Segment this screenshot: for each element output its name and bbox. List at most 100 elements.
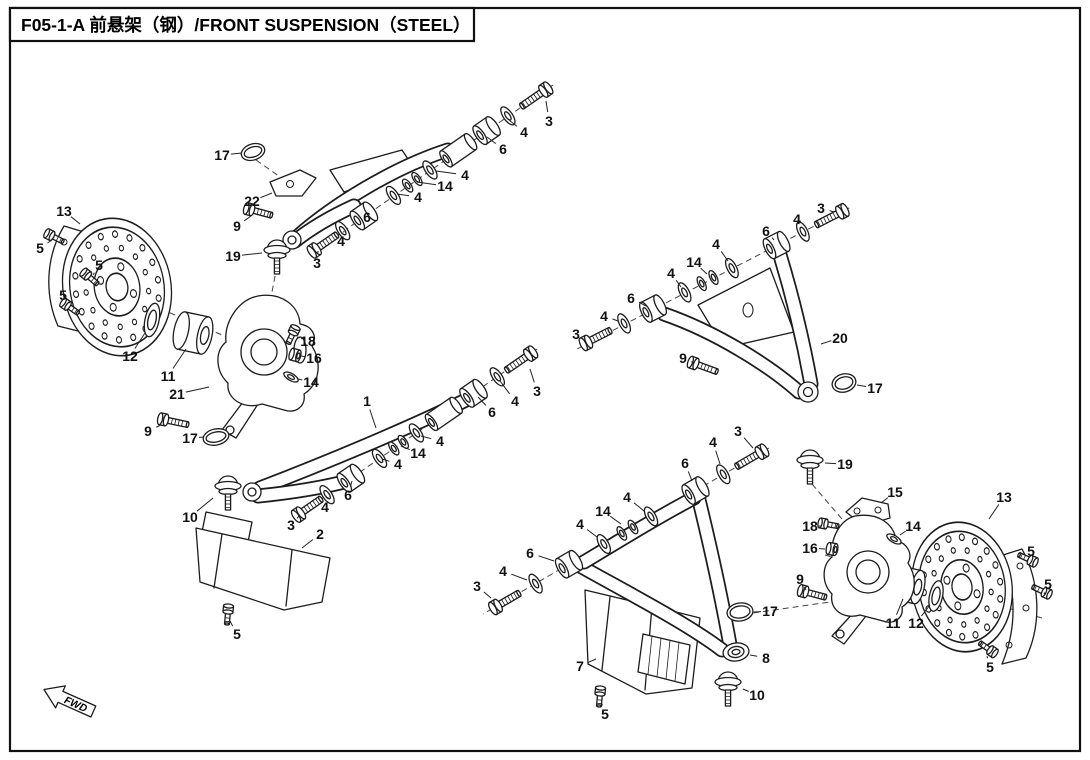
skid-plate-left xyxy=(195,511,331,611)
callout-4-19: 4 xyxy=(461,167,469,183)
callout-1-37: 1 xyxy=(363,393,371,409)
callout-4-63: 4 xyxy=(499,563,507,579)
callout-leader xyxy=(230,152,243,155)
callout-4-61: 4 xyxy=(576,516,584,532)
callout-3-16: 3 xyxy=(545,113,553,129)
seal-right xyxy=(928,580,944,612)
callout-leader xyxy=(296,515,300,519)
callout-13-55: 13 xyxy=(996,489,1012,505)
callout-14-42: 14 xyxy=(410,445,426,461)
callout-20-34: 20 xyxy=(832,330,848,346)
callout-leader xyxy=(134,332,146,349)
callout-4-41: 4 xyxy=(436,433,444,449)
callout-13-4: 13 xyxy=(56,203,72,219)
callout-leader xyxy=(350,480,353,487)
callout-leader xyxy=(743,437,754,449)
callout-leader xyxy=(529,368,535,383)
callout-19-53: 19 xyxy=(837,456,853,472)
callout-leader xyxy=(633,502,645,512)
fastener-stack-lower-left xyxy=(290,345,539,523)
callout-17-15: 17 xyxy=(182,430,198,446)
callout-leader xyxy=(638,301,647,307)
callout-leader xyxy=(586,529,598,538)
callout-leader xyxy=(986,655,989,659)
callout-5-5: 5 xyxy=(36,240,44,256)
callout-3-46: 3 xyxy=(287,517,295,533)
upper-a-arm-left xyxy=(282,142,456,250)
callout-leader xyxy=(588,658,597,663)
callout-12-8: 12 xyxy=(122,348,138,364)
seal-left xyxy=(143,302,161,338)
callout-leader xyxy=(988,504,1000,520)
callout-leader xyxy=(720,251,729,262)
callout-6-31: 6 xyxy=(627,290,635,306)
callout-leader xyxy=(803,586,807,591)
callout-leader xyxy=(538,555,555,562)
callout-leader xyxy=(610,515,622,525)
callout-11-69: 11 xyxy=(886,615,901,631)
callout-4-59: 4 xyxy=(623,489,631,505)
callout-3-33: 3 xyxy=(572,326,580,342)
fastener-stack-upper-right xyxy=(578,202,850,352)
callout-leader xyxy=(583,337,586,340)
callout-6-44: 6 xyxy=(344,487,352,503)
callout-5-6: 5 xyxy=(95,257,103,273)
callout-9-2: 9 xyxy=(233,218,241,234)
callout-leader xyxy=(70,216,81,225)
callout-leader xyxy=(749,654,758,657)
callout-leader xyxy=(829,210,835,213)
callout-leader xyxy=(381,458,390,462)
callout-4-23: 4 xyxy=(337,233,345,249)
callout-6-22: 6 xyxy=(363,209,371,225)
callout-leader xyxy=(1043,592,1046,595)
callout-4-21: 4 xyxy=(414,189,422,205)
callout-leader xyxy=(229,620,234,627)
callout-leader xyxy=(800,226,803,229)
callout-21-10: 21 xyxy=(169,386,185,402)
callout-14-29: 14 xyxy=(686,254,702,270)
callout-leader xyxy=(499,380,511,395)
callout-16-12: 16 xyxy=(306,350,322,366)
callout-leader xyxy=(416,181,437,186)
brake-disc-right xyxy=(911,521,1013,653)
callout-9-14: 9 xyxy=(144,423,152,439)
callout-leader xyxy=(690,361,695,364)
callout-18-57: 18 xyxy=(802,518,818,534)
callout-8-71: 8 xyxy=(762,650,770,666)
callout-leader xyxy=(483,591,492,599)
callout-5-75: 5 xyxy=(986,659,994,675)
callout-leader xyxy=(477,396,487,406)
callout-6-40: 6 xyxy=(488,404,496,420)
callout-10-73: 10 xyxy=(749,687,765,703)
callout-4-26: 4 xyxy=(793,211,801,227)
callout-leader xyxy=(297,378,303,381)
callout-leader xyxy=(899,530,906,536)
callout-6-18: 6 xyxy=(499,141,507,157)
callout-14-13: 14 xyxy=(303,374,319,390)
fastener-stack-upper-left xyxy=(306,81,554,259)
callout-14-60: 14 xyxy=(595,503,611,519)
callout-2-48: 2 xyxy=(316,526,324,542)
callout-19-3: 19 xyxy=(225,248,241,264)
callout-4-51: 4 xyxy=(709,434,717,450)
callout-leader xyxy=(921,604,931,617)
callout-leader xyxy=(771,237,775,241)
callout-leader xyxy=(196,497,214,512)
callout-leader xyxy=(856,384,867,387)
callout-leader xyxy=(172,348,187,369)
callout-leader xyxy=(155,424,162,428)
callout-3-24: 3 xyxy=(313,255,321,271)
callout-14-56: 14 xyxy=(905,518,921,534)
callout-leader xyxy=(301,539,314,549)
callout-leader xyxy=(880,497,889,504)
page-border xyxy=(8,6,1082,753)
callout-5-7: 5 xyxy=(59,287,67,303)
callout-4-28: 4 xyxy=(712,236,720,252)
callout-6-62: 6 xyxy=(526,545,534,561)
callout-leader xyxy=(435,170,457,175)
callout-leader xyxy=(369,409,377,429)
callout-4-30: 4 xyxy=(667,265,675,281)
upper-a-arm-right xyxy=(656,247,819,403)
fwd-direction-indicator: FWD xyxy=(43,685,97,718)
